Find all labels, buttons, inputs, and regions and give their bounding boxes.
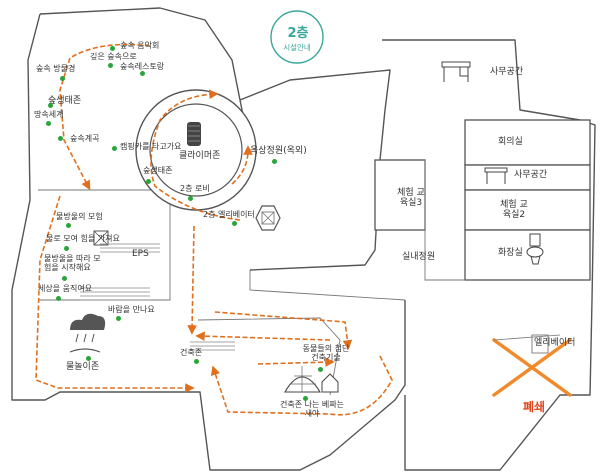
floor-guide-label: 시설안내	[283, 43, 311, 52]
exhibit-rooftop-garden[interactable]: 옥상정원(옥외)	[250, 146, 307, 156]
route-return	[195, 331, 331, 341]
box-icon	[93, 230, 109, 246]
point-marker	[188, 196, 193, 201]
room-closed-elevator: 엘리베이터	[534, 338, 576, 348]
exhibit-forest-restaurant[interactable]: 숲속레스토랑	[120, 62, 165, 71]
point-marker	[112, 146, 117, 151]
exhibit-lobby[interactable]: 2층 로비	[180, 184, 210, 193]
right-wing-outline	[382, 39, 596, 471]
room-meeting	[464, 119, 591, 166]
toilet-icon	[526, 233, 544, 265]
tree-trunk-icon	[187, 122, 201, 146]
room-exp3	[374, 159, 426, 231]
exhibit-forest-music[interactable]: 숲속 음악회	[120, 41, 160, 50]
point-marker	[60, 76, 65, 81]
exhibit-forest-museum[interactable]: 숲속 방물경	[36, 64, 76, 73]
point-marker	[64, 246, 69, 251]
room-exp2	[464, 189, 591, 231]
route-bottom	[210, 355, 393, 416]
desk-icon	[441, 61, 471, 82]
floor-badge	[270, 10, 324, 64]
route-mid	[214, 311, 353, 350]
closed-label: 폐쇄	[523, 400, 546, 414]
exhibit-forest-life[interactable]: 숲생태존	[48, 96, 82, 106]
route-center-down	[187, 225, 197, 335]
route-right-up	[257, 357, 335, 367]
exhibit-move-world[interactable]: 세상을 움직여요	[38, 284, 93, 293]
exhibit-elevator[interactable]: 2층 엘리베이터	[203, 210, 255, 219]
exhibit-underground-world[interactable]: 땅속세계	[34, 110, 64, 119]
point-marker	[146, 179, 151, 184]
upper-wing-outline	[239, 69, 391, 271]
point-marker	[86, 356, 91, 361]
closed-elevator-area	[492, 334, 572, 397]
exhibit-architecture-nest[interactable]: 건축존 나는 베짜는 새야	[280, 400, 344, 419]
dome-tent-icon	[284, 366, 321, 393]
point-marker	[232, 221, 237, 226]
room-office2	[464, 164, 591, 191]
point-marker	[58, 136, 63, 141]
elevator-cross	[261, 211, 275, 225]
room-eps: EPS	[132, 249, 149, 259]
room-indoor-garden: 실내정원	[402, 252, 436, 262]
point-marker	[272, 159, 277, 164]
exhibit-camping-car[interactable]: 캠핑카를 타고가요	[120, 142, 182, 151]
exhibit-water-play[interactable]: 물놀이존	[66, 362, 100, 372]
room-experience-2: 체험 교육실2	[500, 200, 528, 221]
floor-number: 2층	[287, 26, 309, 41]
exhibit-animal-architecture[interactable]: 동물들의 첨단건축기술	[302, 344, 350, 363]
room-office-2: 사무공간	[514, 170, 548, 180]
stairs-icon	[80, 243, 235, 351]
room-restroom	[464, 229, 591, 281]
point-marker	[48, 103, 53, 108]
exhibit-architecture[interactable]: 건축존	[180, 348, 203, 357]
point-marker	[56, 296, 61, 301]
exhibit-forest-valley[interactable]: 숲속계곡	[70, 134, 100, 143]
exhibit-waterdrop-adventure[interactable]: 물방울의 모험	[56, 212, 103, 221]
point-marker	[66, 223, 71, 228]
point-marker	[140, 71, 145, 76]
exhibit-follow-drop[interactable]: 물방울을 따라 모험을 시작해요	[44, 254, 101, 273]
climber-ring-inner	[149, 103, 243, 197]
room-climber: 클라이머존	[179, 151, 221, 161]
cloud-rain-icon	[69, 313, 106, 353]
room-meeting: 회의실	[498, 137, 523, 147]
route-to-rooftop	[231, 145, 253, 185]
exhibit-forest-zone[interactable]: 숲생태존	[143, 166, 173, 175]
point-marker	[303, 396, 308, 401]
point-marker	[194, 359, 199, 364]
room-restroom: 화장실	[498, 248, 523, 258]
exhibit-gather-power[interactable]: 물로 모여 힘을 가져요	[46, 234, 120, 243]
point-marker	[110, 46, 115, 51]
exhibit-deep-forest[interactable]: 깊은 숲속으로	[90, 52, 137, 61]
point-marker	[62, 276, 67, 281]
corridor-wall	[249, 270, 406, 301]
house-icon	[321, 373, 339, 393]
point-marker	[318, 367, 323, 372]
indoor-garden-wall	[424, 160, 465, 281]
room-office-1: 사무공간	[490, 67, 524, 77]
point-marker	[46, 121, 51, 126]
route-top-loop	[59, 43, 151, 191]
exhibit-meet-wind[interactable]: 바람을 만나요	[108, 305, 155, 314]
desk-icon	[484, 167, 508, 184]
elevator-icon	[261, 211, 275, 225]
center-room-wall	[197, 317, 341, 396]
point-marker	[108, 63, 113, 68]
route-elevator	[150, 89, 241, 221]
room-experience-3: 체험 교육실3	[397, 188, 425, 209]
point-marker	[116, 316, 121, 321]
